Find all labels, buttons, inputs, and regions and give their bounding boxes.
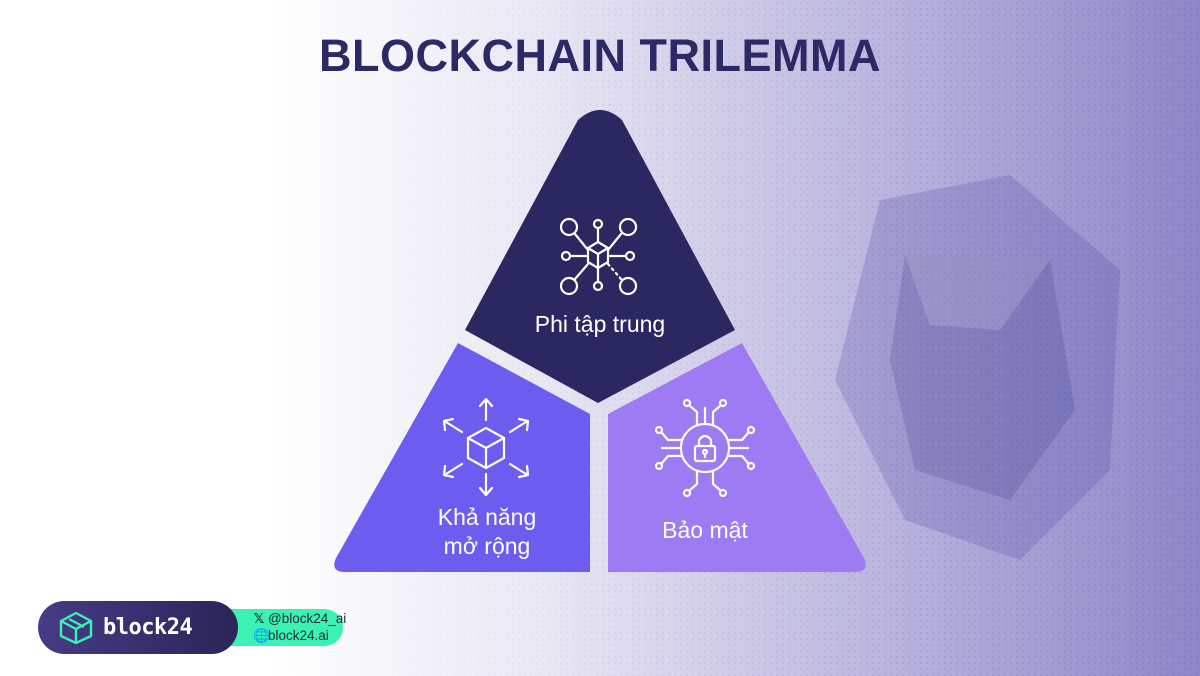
segment-scalability: Khả năng mở rộng xyxy=(334,343,590,572)
label-security: Bảo mật xyxy=(662,517,748,543)
brand-pill: block24 xyxy=(38,601,238,654)
decentralized-network-icon xyxy=(559,217,638,296)
scalability-cube-icon xyxy=(442,397,530,497)
segment-top-shape xyxy=(465,110,735,403)
x-logo-icon: 𝕏 xyxy=(253,611,265,626)
segment-left-shape xyxy=(334,343,590,572)
label-decentralization: Phi tập trung xyxy=(535,311,665,337)
brand-footer: 𝕏@block24_ai 🌐block24.ai block24 xyxy=(38,601,348,654)
label-scalability-line2: mở rộng xyxy=(444,533,531,559)
block24-cube-logo-icon xyxy=(59,611,93,645)
globe-icon: 🌐 xyxy=(253,628,270,643)
segment-security: Bảo mật xyxy=(608,343,866,572)
segment-right-shape xyxy=(608,343,866,572)
twitter-handle: @block24_ai xyxy=(268,611,347,626)
brand-name: block24 xyxy=(103,615,193,640)
website-url: block24.ai xyxy=(268,628,329,643)
twitter-handle-row[interactable]: 𝕏@block24_ai xyxy=(253,611,347,627)
page-title: BLOCKCHAIN TRILEMMA xyxy=(319,30,881,81)
segment-decentralization: Phi tập trung xyxy=(465,110,735,403)
label-scalability-line1: Khả năng xyxy=(438,504,536,530)
security-lock-circuit-icon xyxy=(654,398,756,498)
website-row[interactable]: 🌐block24.ai xyxy=(253,628,329,644)
